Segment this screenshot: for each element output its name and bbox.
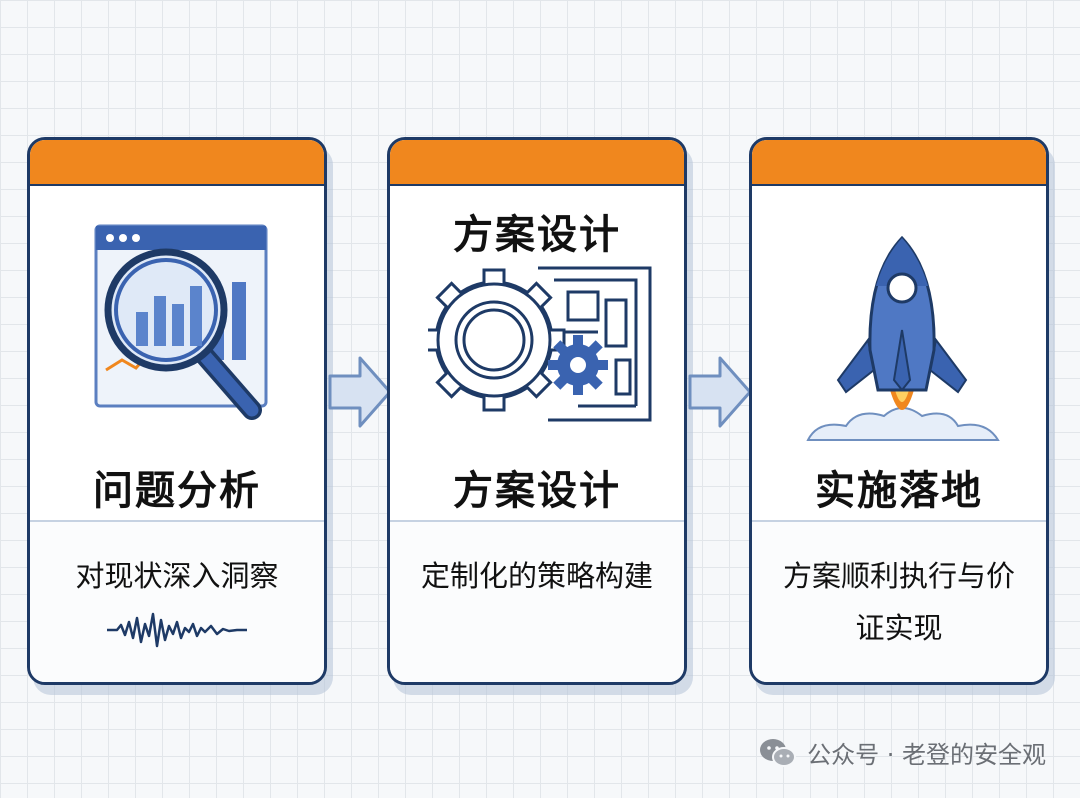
step-heading: 方案设计 bbox=[453, 212, 621, 258]
step-card-implementation: 实施落地 方案顺利执行与价证实现 bbox=[749, 137, 1049, 685]
card-divider bbox=[30, 520, 324, 522]
arrow-right-icon bbox=[328, 356, 392, 428]
step-description: 方案顺利执行与价证实现 bbox=[782, 559, 1015, 646]
wechat-icon bbox=[760, 738, 797, 767]
arrow-right-icon bbox=[688, 356, 752, 428]
card-lower-panel bbox=[752, 522, 1046, 682]
step-title: 方案设计 bbox=[453, 468, 621, 514]
step-card-design: 方案设计 bbox=[387, 137, 687, 685]
step-description: 定制化的策略构建 bbox=[420, 559, 653, 593]
footer-watermark: 公众号 · 老登的安全观 bbox=[759, 735, 1046, 770]
footer-text: 公众号 · 老登的安全观 bbox=[807, 741, 1046, 769]
step-title: 实施落地 bbox=[815, 468, 983, 514]
gears-blueprint-icon bbox=[428, 266, 652, 422]
step-title: 问题分析 bbox=[93, 468, 261, 514]
card-lower-panel bbox=[30, 522, 324, 682]
waveform-icon bbox=[107, 612, 247, 648]
rocket-icon bbox=[806, 235, 1000, 441]
step-card-analysis: 问题分析 对现状深入洞察 bbox=[27, 137, 327, 685]
card-header-bar bbox=[390, 140, 684, 186]
magnifier-chart-icon bbox=[94, 224, 268, 420]
card-divider bbox=[752, 520, 1046, 522]
step-description: 对现状深入洞察 bbox=[75, 559, 279, 593]
card-header-bar bbox=[752, 140, 1046, 186]
card-divider bbox=[390, 520, 684, 522]
card-lower-panel bbox=[390, 522, 684, 682]
card-header-bar bbox=[30, 140, 324, 186]
